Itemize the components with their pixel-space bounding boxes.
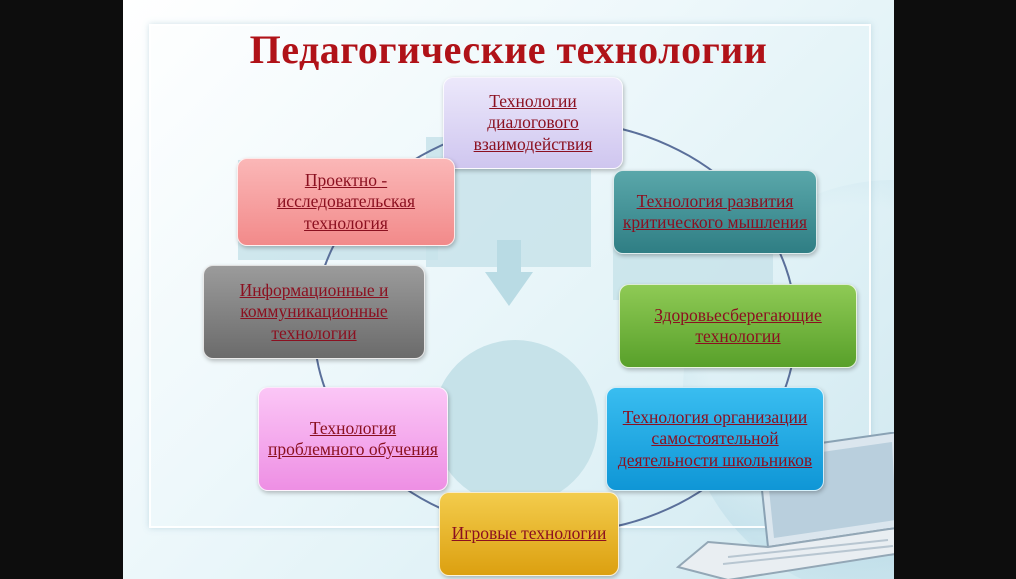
box-problem-learning: Технология проблемного обучения	[258, 387, 448, 491]
box-health-saving: Здоровьесберегающие технологии	[619, 284, 857, 368]
presentation-slide: Педагогические технологии Технологии диа…	[123, 0, 894, 579]
box-dialog-technologies: Технологии диалогового взаимодействия	[443, 77, 623, 169]
slide-title: Педагогические технологии	[249, 27, 768, 72]
box-critical-thinking: Технология развития критического мышлени…	[613, 170, 817, 254]
center-circle	[433, 340, 598, 505]
down-arrow-stem	[497, 240, 521, 274]
box-game-technologies: Игровые технологии	[439, 492, 619, 576]
box-ict: Информационные и коммуникационные технол…	[203, 265, 425, 359]
box-independent-activity: Технология организации самостоятельной д…	[606, 387, 824, 491]
box-project-research: Проектно - исследовательская технология	[237, 158, 455, 246]
down-arrow-icon	[485, 272, 533, 306]
